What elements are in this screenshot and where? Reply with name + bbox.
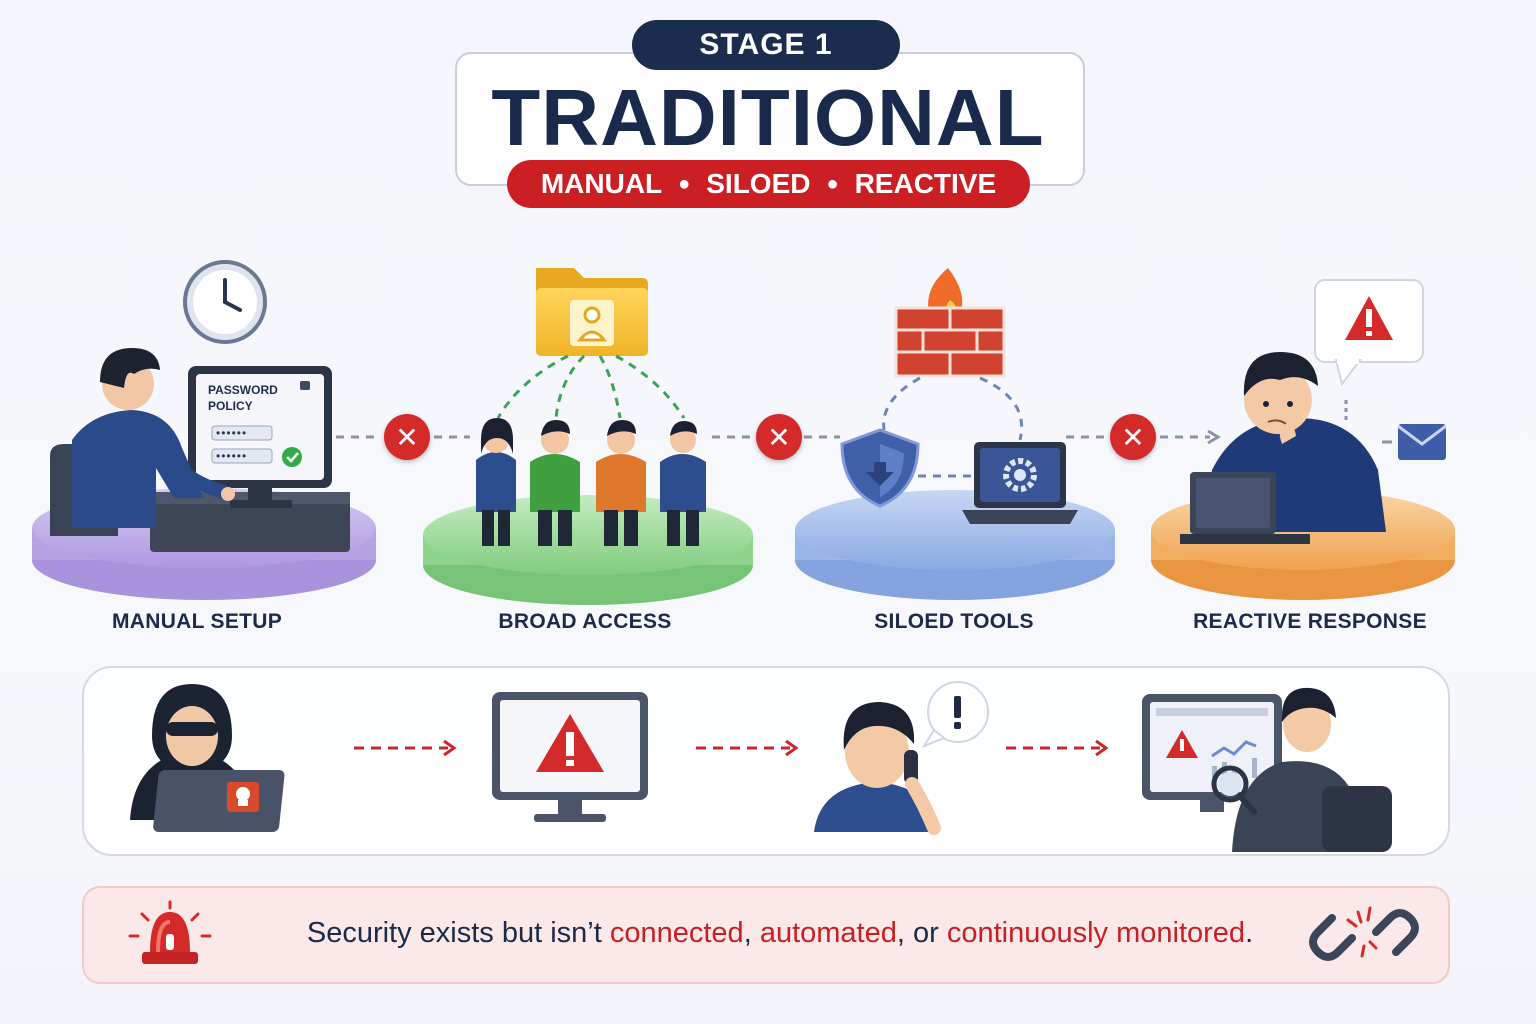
banner-prefix: Security exists but isn’t: [306, 917, 610, 949]
screen-line-1: PASSWORD: [208, 383, 278, 397]
banner-sep-2: , or: [896, 917, 947, 949]
warning-banner: [82, 886, 1450, 984]
monitor-screen-text: PASSWORD POLICY: [208, 382, 278, 414]
envelope-icon: [1344, 400, 1447, 460]
admin-workstation: [50, 348, 350, 552]
tool-links: [882, 376, 1024, 478]
screen-line-2: POLICY: [208, 399, 253, 413]
alert-monitor-icon: [492, 692, 648, 822]
tag-separator: ●: [826, 172, 839, 195]
security-analyst: [1142, 687, 1392, 852]
stage-badge-text: STAGE 1: [699, 28, 833, 61]
firewall-icon: [894, 268, 1006, 378]
password-field-2: ••••••: [216, 449, 248, 463]
stage-label-reactive-response: REACTIVE RESPONSE: [1193, 610, 1427, 633]
stage-label-manual-setup: MANUAL SETUP: [111, 610, 283, 633]
user-group: [476, 418, 706, 546]
tag-siloed: SILOED: [706, 168, 811, 199]
banner-suffix: .: [1245, 917, 1254, 949]
x-circle-icon: ✕: [1110, 414, 1156, 460]
laptop-gear-icon: [962, 442, 1078, 524]
access-lines: [496, 354, 686, 419]
tag-separator: ●: [678, 172, 691, 195]
x-circle-icon: ✕: [384, 414, 430, 460]
banner-word-connected: connected: [609, 917, 744, 949]
tagline-pill: MANUAL ● SILOED ● REACTIVE: [507, 160, 1030, 208]
flow-arrow: [1006, 739, 1109, 757]
tag-manual: MANUAL: [540, 168, 663, 199]
banner-sep-1: ,: [743, 917, 760, 949]
password-field-1: ••••••: [216, 426, 248, 440]
incident-flow-illustration: [130, 681, 1392, 852]
tag-reactive: REACTIVE: [854, 168, 997, 199]
stage-label-broad-access: BROAD ACCESS: [498, 610, 672, 633]
platform-siloed-tools: [795, 490, 1115, 600]
stage-label-siloed-tools: SILOED TOOLS: [874, 610, 1034, 633]
banner-message: Security exists but isn’t connected, aut…: [230, 906, 1330, 960]
page-title: TRADITIONAL: [491, 73, 1045, 162]
banner-word-automated: automated: [759, 917, 897, 949]
stage-badge: STAGE 1: [632, 20, 900, 70]
clock-icon: [183, 260, 267, 344]
hacker-icon: [130, 684, 285, 832]
user-folder-icon: [536, 268, 648, 356]
phone-call-person: [814, 681, 989, 835]
stages-illustration: [32, 260, 1455, 605]
responder-person: [1180, 352, 1386, 544]
alert-bubble: [1314, 279, 1424, 387]
x-circle-icon: ✕: [756, 414, 802, 460]
flow-arrow: [696, 739, 799, 757]
flow-arrow: [354, 739, 457, 757]
banner-word-monitored: continuously monitored: [946, 917, 1246, 949]
shield-icon: [840, 428, 920, 508]
siren-icon: [128, 900, 212, 964]
broken-chain-icon: [1309, 906, 1419, 961]
